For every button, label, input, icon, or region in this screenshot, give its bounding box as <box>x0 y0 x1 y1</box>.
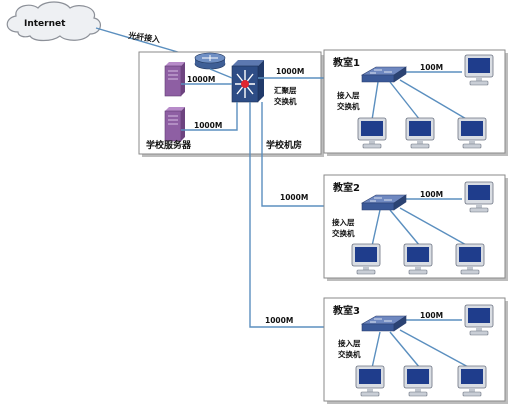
c2-link-pc3 <box>399 207 469 247</box>
c3-switch-label-2: 交换机 <box>338 349 361 359</box>
trunk-speed-1: 1000M <box>276 67 304 76</box>
classroom-3: 教室3 100M 接入层 交换机 <box>323 297 508 404</box>
c1-link-pc1 <box>371 81 379 121</box>
c2-pc-speed: 100M <box>420 190 443 199</box>
classroom-1: 教室1 100M 接入层 交换机 <box>323 49 508 156</box>
server-icon-2 <box>164 106 186 142</box>
c3-switch-label-1: 接入层 <box>338 338 361 348</box>
core-switch-label-2: 交换机 <box>274 96 297 106</box>
core-switch-icon <box>231 60 264 103</box>
classroom-3-name: 教室3 <box>332 304 360 317</box>
c1-switch-label-2: 交换机 <box>337 101 360 111</box>
c1-link-pc2 <box>389 81 421 121</box>
server-link-speed-2: 1000M <box>194 121 222 130</box>
classroom-2-name: 教室2 <box>332 181 360 194</box>
server-room-label: 学校机房 <box>266 139 302 151</box>
servers-label: 学校服务器 <box>146 139 192 151</box>
c3-pc-speed: 100M <box>420 311 443 320</box>
router-icon <box>194 52 226 70</box>
internet-label: Internet <box>24 19 66 29</box>
c3-link-pc3 <box>399 329 471 369</box>
c1-link-pc3 <box>399 79 469 121</box>
c1-switch-label-1: 接入层 <box>337 90 360 100</box>
c2-switch-label-1: 接入层 <box>332 217 355 227</box>
server-room: 1000M 1000M 汇聚层 交换机 学校服务器 学校机房 <box>138 51 324 157</box>
trunk-speed-3: 1000M <box>265 316 293 325</box>
c3-link-pc1 <box>371 331 381 369</box>
core-switch-label-1: 汇聚层 <box>274 85 297 95</box>
c3-link-pc2 <box>389 331 421 369</box>
internet-cloud: Internet <box>6 1 101 42</box>
server-link-2 <box>181 102 238 131</box>
c2-link-pc2 <box>389 209 421 247</box>
c2-switch-label-2: 交换机 <box>332 228 355 238</box>
c1-pc-speed: 100M <box>420 63 443 72</box>
server-icon-1 <box>164 61 186 97</box>
router-switch-link <box>209 68 233 79</box>
server-link-speed-1: 1000M <box>187 75 215 84</box>
fiber-label: 光纤接入 <box>127 30 161 44</box>
trunk-speed-2: 1000M <box>280 193 308 202</box>
c2-link-pc1 <box>371 209 381 247</box>
classroom-2: 教室2 100M 接入层 交换机 <box>323 174 508 281</box>
classroom-1-name: 教室1 <box>332 56 360 69</box>
